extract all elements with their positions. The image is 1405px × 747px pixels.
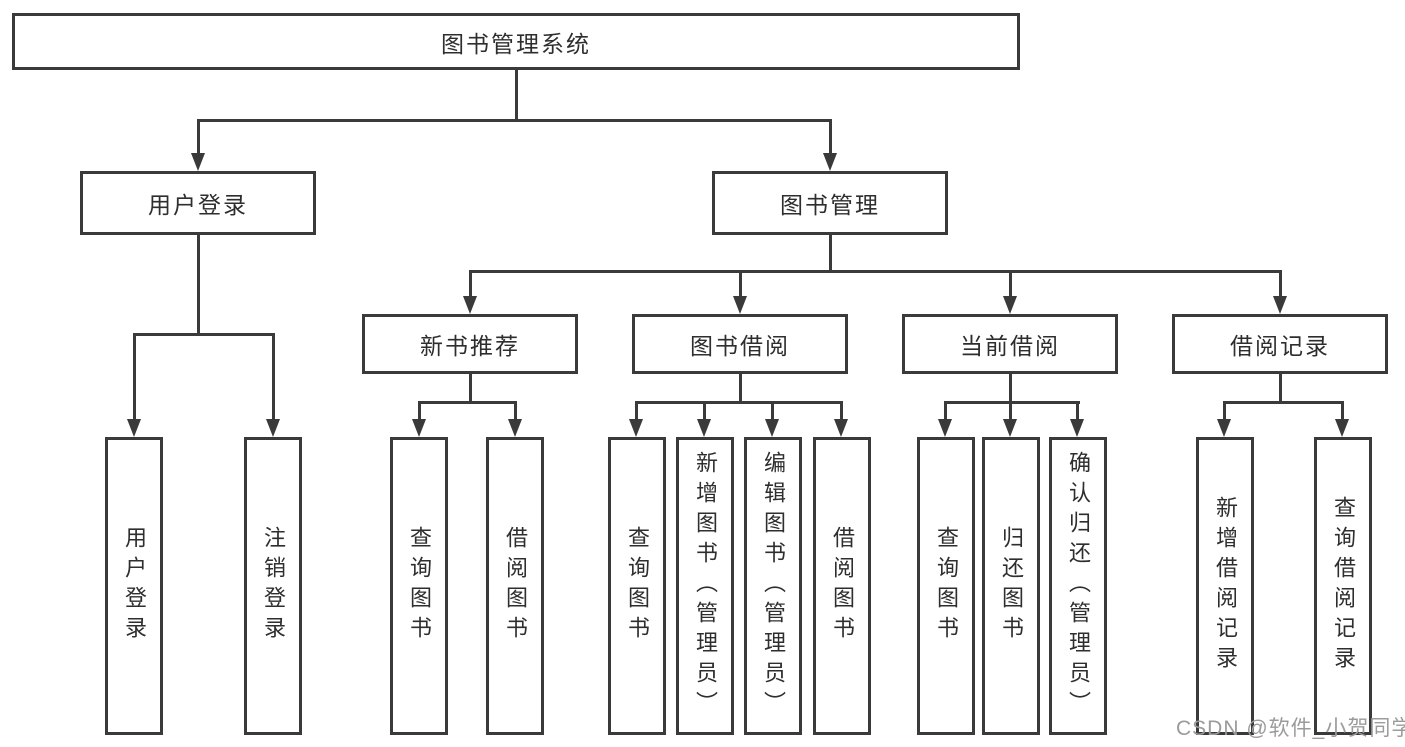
leaf-label: 借阅图书 bbox=[830, 526, 855, 646]
connector-hline bbox=[469, 270, 1282, 273]
leaf-query-books-current: 查询图书 bbox=[917, 437, 975, 735]
connector-vline bbox=[272, 333, 275, 421]
connector-vline bbox=[739, 374, 742, 404]
connector-vline bbox=[1009, 401, 1012, 421]
connector-vline bbox=[739, 270, 742, 298]
leaf-confirm-return-admin: 确认归还（管理员） bbox=[1049, 437, 1107, 735]
leaf-user-login: 用户登录 bbox=[105, 437, 163, 735]
connector-vline bbox=[944, 401, 947, 421]
leaf-label: 归还图书 bbox=[999, 526, 1024, 646]
connector-vline bbox=[1341, 401, 1344, 421]
leaf-borrow-books: 借阅图书 bbox=[813, 437, 871, 735]
node-label: 图书管理 bbox=[780, 192, 880, 218]
leaf-add-borrow-record: 新增借阅记录 bbox=[1196, 437, 1254, 735]
connector-hline bbox=[635, 401, 843, 404]
arrowhead-down-icon bbox=[629, 419, 643, 437]
node-root-library-management-system: 图书管理系统 bbox=[12, 13, 1020, 70]
connector-vline bbox=[1009, 270, 1012, 298]
arrowhead-down-icon bbox=[412, 419, 426, 437]
leaf-label: 查询图书 bbox=[934, 526, 959, 646]
arrowhead-down-icon bbox=[938, 419, 952, 437]
connector-vline bbox=[133, 333, 136, 421]
leaf-query-books-borrowing: 查询图书 bbox=[608, 437, 666, 735]
connector-vline bbox=[197, 235, 200, 335]
csdn-watermark: CSDN @软件_小贺同学 bbox=[1176, 717, 1405, 740]
node-label: 用户登录 bbox=[148, 192, 248, 218]
connector-hline bbox=[944, 401, 1080, 404]
connector-vline bbox=[514, 401, 517, 421]
arrowhead-down-icon bbox=[1335, 419, 1349, 437]
leaf-add-books-admin: 新增图书（管理员） bbox=[676, 437, 734, 735]
connector-vline bbox=[829, 235, 832, 273]
arrowhead-down-icon bbox=[1003, 296, 1017, 314]
node-book-borrowing: 图书借阅 bbox=[632, 314, 848, 374]
arrowhead-down-icon bbox=[733, 296, 747, 314]
connector-vline bbox=[703, 401, 706, 421]
arrowhead-down-icon bbox=[1273, 296, 1287, 314]
leaf-label: 借阅图书 bbox=[503, 526, 528, 646]
connector-vline bbox=[515, 70, 518, 120]
connector-hline bbox=[1223, 401, 1344, 404]
arrowhead-down-icon bbox=[266, 419, 280, 437]
leaf-borrow-books-recommend: 借阅图书 bbox=[486, 437, 544, 735]
arrowhead-down-icon bbox=[508, 419, 522, 437]
connector-vline bbox=[1279, 374, 1282, 404]
arrowhead-down-icon bbox=[697, 419, 711, 437]
leaf-edit-books-admin: 编辑图书（管理员） bbox=[744, 437, 802, 735]
leaf-label: 注销登录 bbox=[261, 526, 286, 646]
connector-vline bbox=[1279, 270, 1282, 298]
node-label: 新书推荐 bbox=[420, 333, 520, 359]
leaf-logout: 注销登录 bbox=[244, 437, 302, 735]
arrowhead-down-icon bbox=[191, 153, 205, 171]
arrowhead-down-icon bbox=[127, 419, 141, 437]
arrowhead-down-icon bbox=[1003, 419, 1017, 437]
leaf-label: 新增借阅记录 bbox=[1213, 496, 1238, 676]
leaf-query-borrow-record: 查询借阅记录 bbox=[1314, 437, 1372, 735]
connector-vline bbox=[1009, 374, 1012, 404]
connector-vline bbox=[771, 401, 774, 421]
connector-vline bbox=[469, 374, 472, 404]
connector-vline bbox=[1223, 401, 1226, 421]
arrowhead-down-icon bbox=[1217, 419, 1231, 437]
node-borrowing-records: 借阅记录 bbox=[1172, 314, 1388, 374]
leaf-label: 查询图书 bbox=[625, 526, 650, 646]
connector-vline bbox=[1076, 401, 1079, 421]
connector-vline bbox=[197, 119, 200, 155]
leaf-query-books-recommend: 查询图书 bbox=[390, 437, 448, 735]
leaf-label: 确认归还（管理员） bbox=[1066, 451, 1091, 721]
node-user-login: 用户登录 bbox=[80, 171, 316, 235]
node-book-management: 图书管理 bbox=[712, 171, 948, 235]
arrowhead-down-icon bbox=[823, 153, 837, 171]
arrowhead-down-icon bbox=[834, 419, 848, 437]
arrowhead-down-icon bbox=[463, 296, 477, 314]
node-label: 当前借阅 bbox=[960, 333, 1060, 359]
leaf-label: 用户登录 bbox=[122, 526, 147, 646]
connector-vline bbox=[840, 401, 843, 421]
arrowhead-down-icon bbox=[1070, 419, 1084, 437]
leaf-label: 查询图书 bbox=[407, 526, 432, 646]
node-new-book-recommendation: 新书推荐 bbox=[362, 314, 578, 374]
connector-vline bbox=[469, 270, 472, 298]
connector-hline bbox=[418, 401, 517, 404]
arrowhead-down-icon bbox=[765, 419, 779, 437]
node-current-borrowing: 当前借阅 bbox=[902, 314, 1118, 374]
connector-hline bbox=[133, 333, 274, 336]
connector-vline bbox=[635, 401, 638, 421]
connector-vline bbox=[829, 119, 832, 155]
leaf-label: 编辑图书（管理员） bbox=[761, 451, 786, 721]
node-label: 借阅记录 bbox=[1230, 333, 1330, 359]
node-label: 图书借阅 bbox=[690, 333, 790, 359]
connector-hline bbox=[197, 119, 831, 122]
leaf-label: 查询借阅记录 bbox=[1331, 496, 1356, 676]
leaf-label: 新增图书（管理员） bbox=[693, 451, 718, 721]
connector-vline bbox=[418, 401, 421, 421]
node-label: 图书管理系统 bbox=[441, 30, 591, 57]
leaf-return-books: 归还图书 bbox=[982, 437, 1040, 735]
